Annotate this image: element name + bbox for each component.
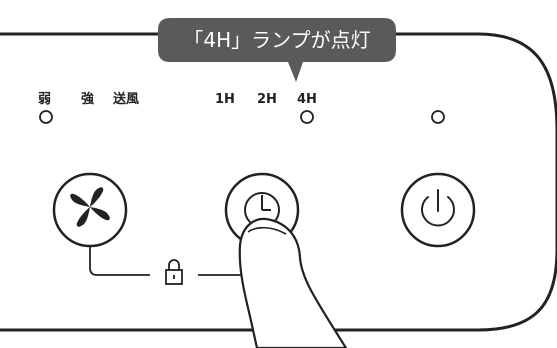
fan-button[interactable]	[52, 172, 128, 248]
panel-outline	[0, 32, 557, 332]
power-button[interactable]	[400, 172, 476, 248]
label-strong: 強	[81, 92, 95, 107]
label-timer-2h: 2H	[257, 92, 277, 107]
indicator-lamp-power	[431, 110, 445, 124]
callout-text: 「4H」ランプが点灯	[183, 28, 371, 52]
label-fan-mode: 送風	[113, 92, 140, 107]
callout-bubble	[158, 18, 396, 82]
label-timer-1h: 1H	[215, 92, 235, 107]
child-lock-connector	[89, 246, 150, 276]
lock-icon	[165, 259, 183, 285]
indicator-lamp-4h	[300, 110, 314, 124]
label-timer-4h: 4H	[297, 92, 317, 107]
label-weak: 弱	[38, 92, 52, 107]
pressing-finger-icon	[238, 217, 348, 348]
indicator-lamp-weak	[39, 110, 53, 124]
power-icon	[421, 189, 455, 227]
fan-icon	[70, 187, 110, 227]
